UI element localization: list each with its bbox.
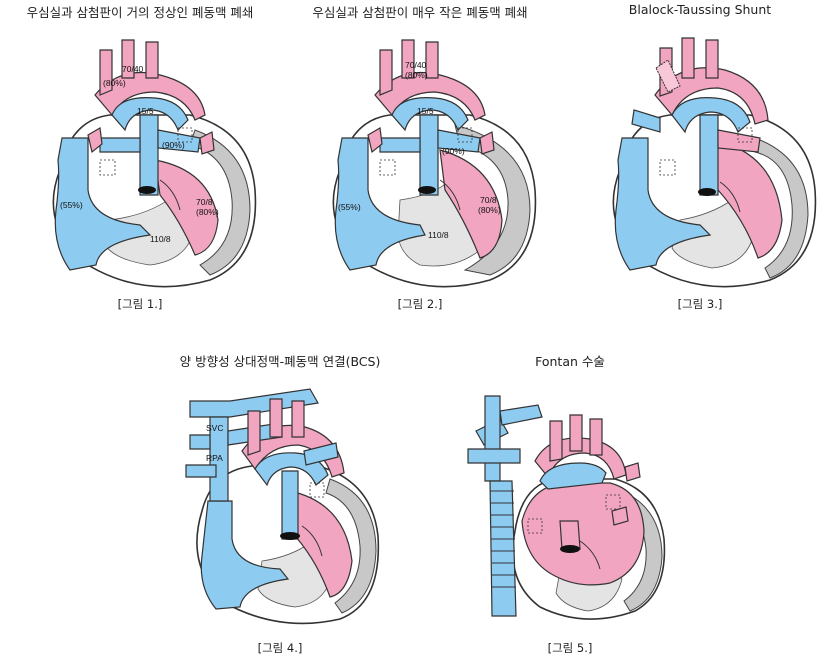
figure-2-label-aortic-pressure: 70/40 bbox=[405, 60, 427, 70]
figure-2-heart-diagram: 70/40 (80%) 15/5 (90%) (55%) 70/8 (80%) … bbox=[332, 39, 537, 288]
figure-1-title: 우심실과 삼첨판이 거의 정상인 폐동맥 폐쇄 bbox=[26, 5, 254, 20]
figure-5-caption: [그림 5.] bbox=[547, 641, 593, 655]
figure-1-label-rv-pressure: 110/8 bbox=[150, 234, 171, 244]
figure-3-caption: [그림 3.] bbox=[677, 297, 723, 311]
figure-4-heart-diagram: SVC RPA bbox=[185, 388, 380, 625]
figure-1-label-lv-sat: (80%) bbox=[196, 207, 219, 217]
figure-2-label-aortic-sat: (80%) bbox=[405, 70, 428, 80]
figure-1-caption: [그림 1.] bbox=[117, 297, 163, 311]
figure-2-label-ra-sat: (55%) bbox=[338, 202, 361, 212]
figure-1-label-aortic-pressure: 70/40 bbox=[122, 64, 144, 74]
figure-2-label-rv-pressure: 110/8 bbox=[428, 230, 449, 240]
figure-4: 양 방향성 상대정맥-폐동맥 연결(BCS) SVC RPA [그림 4.] bbox=[140, 345, 420, 660]
figure-2-label-la-sat: (90%) bbox=[442, 146, 465, 156]
figure-5: Fontan 수술 [그림 5.] bbox=[430, 345, 710, 660]
figure-2-title: 우심실과 삼첨판이 매우 작은 폐동맥 폐쇄 bbox=[312, 5, 528, 20]
figure-2-caption: [그림 2.] bbox=[397, 297, 443, 311]
figure-4-caption: [그림 4.] bbox=[257, 641, 303, 655]
figure-1-label-ra-sat: (55%) bbox=[60, 200, 83, 210]
figure-1: 우심실과 삼첨판이 거의 정상인 폐동맥 폐쇄 70/40 (80%) 15/5… bbox=[0, 0, 280, 320]
figure-4-label-svc: SVC bbox=[206, 423, 223, 433]
figure-2-label-lv-pressure: 70/8 bbox=[480, 195, 497, 205]
figure-4-title: 양 방향성 상대정맥-폐동맥 연결(BCS) bbox=[179, 354, 381, 369]
figure-1-label-pa-pressure: 15/5 bbox=[137, 106, 154, 116]
figure-3: Blalock-Taussing Shunt [그림 3.] bbox=[560, 0, 840, 320]
figure-5-title: Fontan 수술 bbox=[535, 354, 605, 369]
figure-2: 우심실과 삼첨판이 매우 작은 폐동맥 폐쇄 70/40 (80%) 15/5 … bbox=[280, 0, 560, 320]
figure-4-label-rpa: RPA bbox=[206, 453, 223, 463]
figure-5-heart-diagram bbox=[467, 395, 666, 620]
figure-3-heart-diagram bbox=[612, 37, 817, 288]
figure-3-title: Blalock-Taussing Shunt bbox=[628, 2, 772, 17]
figure-1-label-lv-pressure: 70/8 bbox=[196, 197, 213, 207]
figure-1-label-la-sat: (90%) bbox=[162, 140, 185, 150]
figure-2-label-pa-pressure: 15/5 bbox=[417, 106, 434, 116]
figure-1-heart-diagram: 70/40 (80%) 15/5 (90%) (55%) 70/8 (80%) … bbox=[52, 39, 257, 288]
figure-2-label-lv-sat: (80%) bbox=[478, 205, 501, 215]
figure-1-label-aortic-sat: (80%) bbox=[103, 78, 126, 88]
